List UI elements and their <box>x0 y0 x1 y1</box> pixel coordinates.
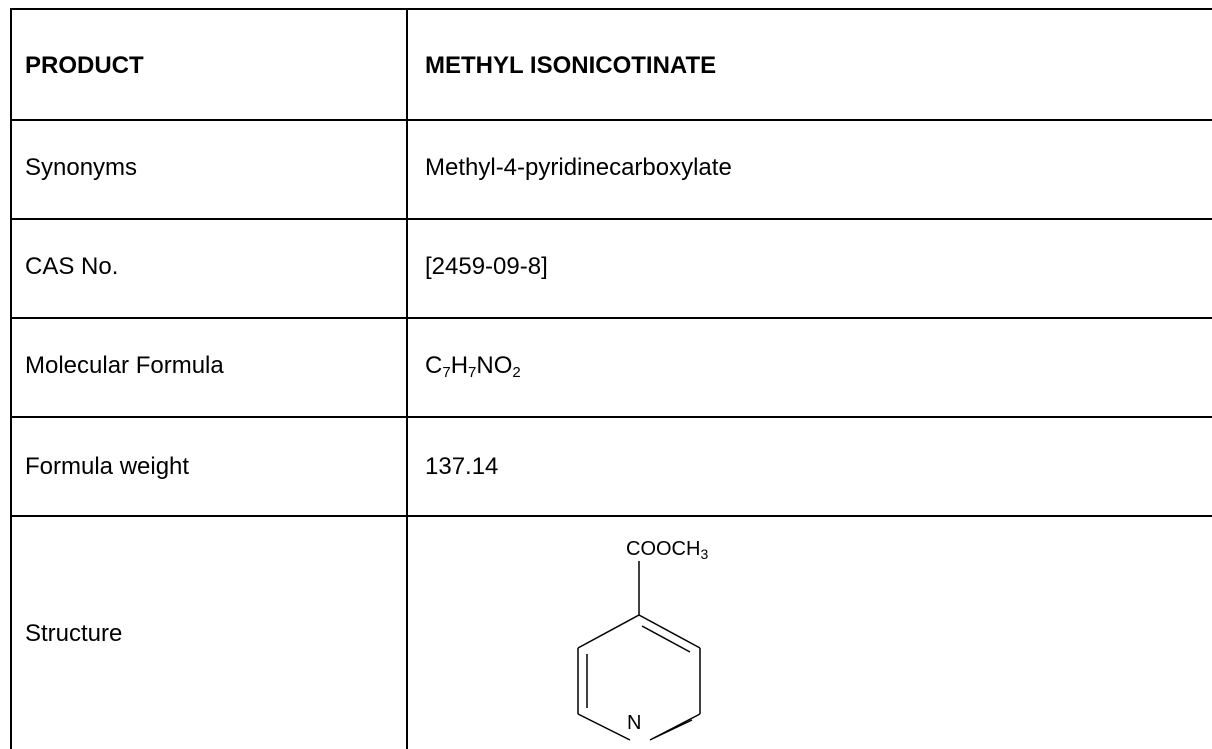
row-label-formula-weight: Formula weight <box>25 453 190 480</box>
ring-bonds <box>577 561 701 741</box>
ring-bond-top-right <box>638 614 701 649</box>
ring-double-bond-bottom-right <box>653 719 693 739</box>
formula-oxygen-count: 2 <box>512 364 521 381</box>
ring-bond-bottom-left <box>577 713 631 741</box>
row-label-cas: CAS No. <box>25 253 119 280</box>
structure-drawing: COOCH3 N <box>550 518 770 749</box>
table-column-divider <box>406 8 408 749</box>
row-divider <box>10 218 1212 220</box>
formula-rest: NO <box>476 352 513 379</box>
row-divider <box>10 416 1212 418</box>
ring-bond-top-left <box>577 614 640 649</box>
row-label-molecular-formula: Molecular Formula <box>25 352 224 379</box>
ring-double-bond-top-right <box>641 625 691 653</box>
formula-hydrogen-count: 7 <box>468 364 477 381</box>
table-top-border <box>10 8 1212 10</box>
row-divider <box>10 119 1212 121</box>
table-left-border <box>10 8 12 749</box>
row-divider <box>10 515 1212 517</box>
substituent-text: COOCH <box>626 538 701 560</box>
header-value-product-name: METHYL ISONICOTINATE <box>425 52 717 79</box>
substituent-subscript: 3 <box>700 546 709 562</box>
pyridine-ring <box>577 561 701 741</box>
row-label-structure: Structure <box>25 620 123 647</box>
row-value-formula-weight: 137.14 <box>425 453 499 480</box>
row-value-synonyms: Methyl-4-pyridinecarboxylate <box>425 154 732 181</box>
row-value-molecular-formula: C7H7NO2 <box>425 351 521 381</box>
row-divider <box>10 317 1212 319</box>
ring-nitrogen-label: N <box>627 712 642 734</box>
formula-carbon-count: 7 <box>442 364 451 381</box>
formula-hydrogen: H <box>450 352 469 379</box>
row-value-cas: [2459-09-8] <box>425 253 548 280</box>
header-label-product: PRODUCT <box>25 52 144 79</box>
product-spec-table: PRODUCT METHYL ISONICOTINATE Synonyms Me… <box>10 8 1212 749</box>
row-label-synonyms: Synonyms <box>25 154 138 181</box>
formula-carbon: C <box>425 352 443 379</box>
structure-substituent-label: COOCH3 <box>626 537 708 561</box>
